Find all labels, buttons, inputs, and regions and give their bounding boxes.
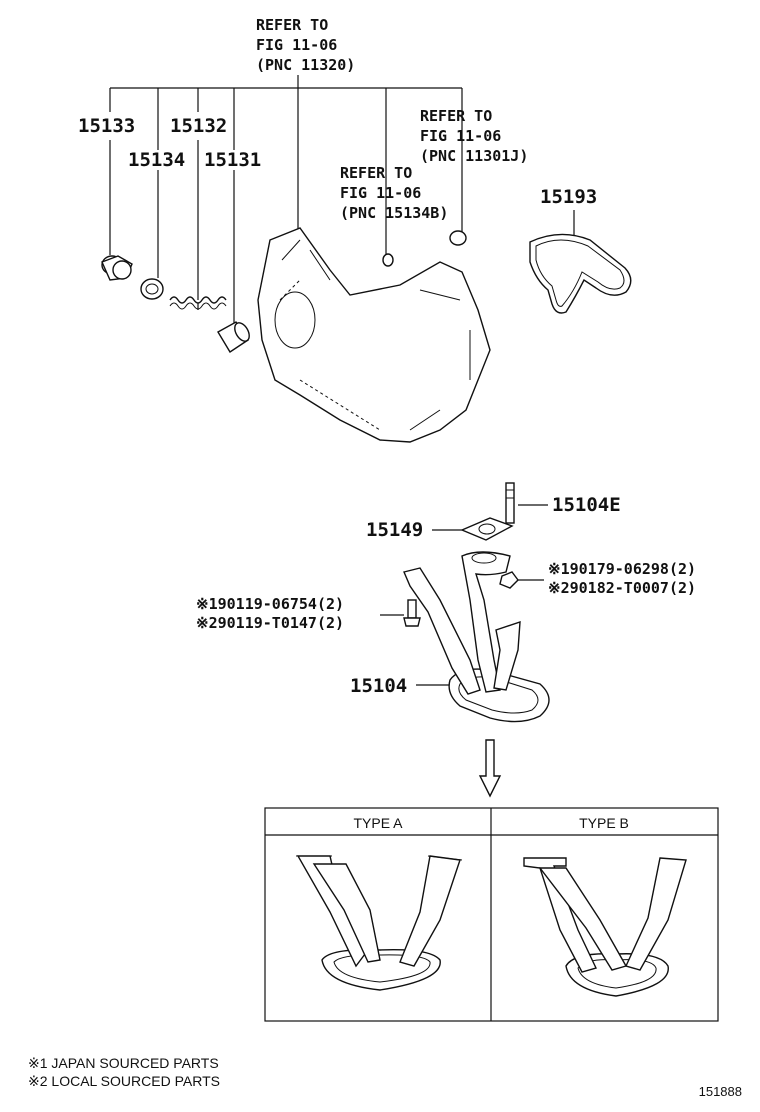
bolt-mark-2: ※2 <box>196 614 218 632</box>
oil-strainer-15104[interactable] <box>403 551 550 723</box>
bolt-mark-1: ※1 <box>196 595 218 613</box>
part-number-15104[interactable]: 15104 <box>350 675 407 697</box>
down-arrow-icon <box>478 739 502 798</box>
type-a-illustration <box>296 855 463 991</box>
type-b-illustration <box>523 857 687 997</box>
refer-line3: (PNC 11301J) <box>420 147 528 165</box>
nut-part-1: 90179-06298 <box>570 560 669 578</box>
nut-callout[interactable]: ※190179-06298(2) ※290182-T0007(2) <box>548 560 696 597</box>
nut-qty-2: (2) <box>669 579 696 597</box>
refer-line3: (PNC 15134B) <box>340 204 448 222</box>
svg-text:※190179-06298(2): ※190179-06298(2) <box>548 560 696 578</box>
type-table: TYPE A TYPE B <box>264 807 719 1022</box>
svg-text:※290119-T0147(2): ※290119-T0147(2) <box>196 614 344 632</box>
footnote-local: ※2 LOCAL SOURCED PARTS <box>28 1073 220 1089</box>
refer-line1: REFER TO <box>256 16 328 34</box>
refer-line2: FIG 11-06 <box>256 36 337 54</box>
refer-line2: FIG 11-06 <box>420 127 501 145</box>
nut-part-2: 90182-T0007 <box>570 579 669 597</box>
bolt-qty-2: (2) <box>317 614 344 632</box>
stud-15104e[interactable] <box>505 482 515 524</box>
part-number-15149[interactable]: 15149 <box>366 519 423 541</box>
oil-strainer-gasket[interactable] <box>529 233 632 314</box>
svg-text:※290182-T0007(2): ※290182-T0007(2) <box>548 579 696 597</box>
o-ring-15134[interactable] <box>140 278 164 300</box>
part-number-15104e[interactable]: 15104E <box>552 494 621 516</box>
type-a-header: TYPE A <box>353 815 403 831</box>
valve-15131[interactable] <box>217 320 252 353</box>
refer-line1: REFER TO <box>340 164 412 182</box>
plug-15133[interactable] <box>101 255 133 281</box>
refer-line3: (PNC 11320) <box>256 56 355 74</box>
part-number-15134[interactable]: 15134 <box>128 149 185 171</box>
part-number-15193[interactable]: 15193 <box>540 186 597 208</box>
part-number-15133[interactable]: 15133 <box>78 115 135 137</box>
bolt-qty-1: (2) <box>317 595 344 613</box>
refer-callout-11301j[interactable]: REFER TO FIG 11-06 (PNC 11301J) <box>420 107 528 165</box>
nut-mark-1: ※1 <box>548 560 570 578</box>
svg-text:※190119-06754(2): ※190119-06754(2) <box>196 595 344 613</box>
spring-15132[interactable] <box>169 296 227 310</box>
part-number-15132[interactable]: 15132 <box>170 115 227 137</box>
refer-callout-11320[interactable]: REFER TO FIG 11-06 (PNC 11320) <box>256 16 355 74</box>
plug-11301j[interactable] <box>449 230 467 246</box>
bolt-part-1: 90119-06754 <box>218 595 317 613</box>
leader-bracket <box>109 75 463 326</box>
part-number-15131[interactable]: 15131 <box>204 149 261 171</box>
bolt-15134b[interactable] <box>382 253 394 267</box>
bolt-part-2: 90119-T0147 <box>218 614 317 632</box>
refer-line1: REFER TO <box>420 107 492 125</box>
figure-id: 151888 <box>699 1084 742 1099</box>
nut-mark-2: ※2 <box>548 579 570 597</box>
footnote-japan: ※1 JAPAN SOURCED PARTS <box>28 1055 219 1071</box>
refer-line2: FIG 11-06 <box>340 184 421 202</box>
bolt-callout[interactable]: ※190119-06754(2) ※290119-T0147(2) <box>196 595 344 632</box>
nut-qty-1: (2) <box>669 560 696 578</box>
bolt[interactable] <box>403 599 421 627</box>
nut[interactable] <box>499 571 519 589</box>
type-b-header: TYPE B <box>579 815 629 831</box>
gasket-15149[interactable] <box>460 517 514 541</box>
transmission-case[interactable] <box>257 227 491 443</box>
refer-callout-15134b[interactable]: REFER TO FIG 11-06 (PNC 15134B) <box>340 164 448 222</box>
